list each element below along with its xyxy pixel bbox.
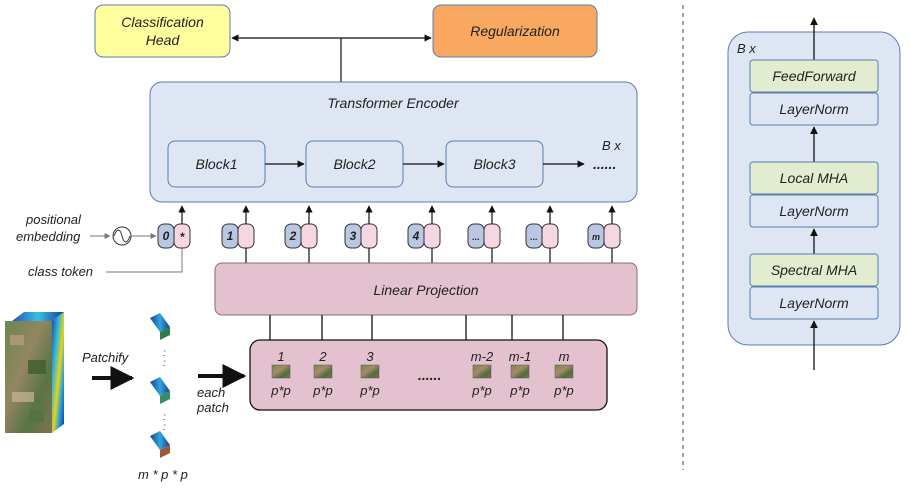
token-label: 4 [412,229,420,243]
patch-thumbnail [271,364,291,379]
positional-label-line1: positional [25,212,82,227]
local-mha-box [749,161,879,195]
patch-size: p*p [312,383,333,398]
patch-items: 1 p*p 2 p*p 3 p*p m-2 p*p m-1 p*p m p*p [270,349,574,398]
patch-index: 2 [318,349,327,364]
token-pair: 2 [284,205,318,263]
linear-projection-label: Linear Projection [373,282,478,298]
classification-head: Classification Head [94,4,231,58]
patch-thumbnail [472,364,492,379]
class-token-marker: * [180,230,186,244]
linear-projection: Linear Projection [214,262,638,316]
patch-thumbnail [360,364,380,379]
token-pair: 4 [407,205,441,263]
layernorm-3-label: LayerNorm [779,101,849,117]
patch-item: m p*p [553,349,574,398]
patch-token [603,223,621,249]
patch-dots-1a: : [163,348,166,359]
each-patch-line2: patch [196,400,229,415]
patch-index: m-2 [471,349,494,364]
layernorm-2-label: LayerNorm [779,203,849,219]
patch-index: m [559,349,570,364]
token-label: m [592,232,600,242]
patchify-label: Patchify [82,350,130,365]
regularization-box: Regularization [432,4,598,58]
patch-thumbnail [554,364,574,379]
block-detail-repeat: B x [737,41,756,56]
patch-index: 3 [366,349,374,364]
projection-connectors [269,315,564,340]
token-pair: ... [467,205,501,263]
patch-size: p*p [359,383,380,398]
feedforward-label: FeedForward [772,68,856,84]
encoder-ellipsis: ...... [593,156,616,172]
layernorm-2-box [749,194,879,228]
feedforward-box [749,59,879,93]
patch-item: 3 p*p [359,349,380,398]
patch-size: p*p [509,383,530,398]
token-label: 2 [289,229,297,243]
patch-size: p*p [471,383,492,398]
patch-strip-ellipsis: ...... [418,367,441,383]
encoder-repeat-label: B x [602,138,621,153]
patch-bar-3 [150,431,170,458]
patch-item: m-2 p*p [471,349,494,398]
patch-dots-1b: : [163,358,166,369]
token-label: 1 [227,229,234,243]
patch-index: m-1 [509,349,531,364]
regularization-label: Regularization [470,23,560,39]
patch-item: m-1 p*p [509,349,531,398]
encoder-title: Transformer Encoder [327,95,460,111]
block3-label: Block3 [473,156,515,172]
hyperspectral-cube [5,312,64,433]
local-mha-label: Local MHA [780,170,848,186]
token-pair: 1 [221,205,255,263]
spectral-mha-label: Spectral MHA [771,262,857,278]
patch-token [483,223,501,249]
transformer-encoder: Transformer Encoder B x Block1 Block2 Bl… [149,81,638,203]
token-pair: 3 [344,205,378,263]
layernorm-1-box [749,286,879,320]
patch-token [423,223,441,249]
patch-token [237,223,255,249]
patch-dots-2a: : [163,412,166,423]
class-token-label: class token [28,264,93,279]
token-label: 0 [163,229,170,243]
patch-token [360,223,378,249]
token-pair: m [587,205,621,263]
patch-size: p*p [553,383,574,398]
token-label: 3 [350,229,357,243]
patch-count-label: m * p * p [138,467,188,482]
patch-item: 1 p*p [270,349,291,398]
patch-token [300,223,318,249]
patch-bar-2 [150,377,170,404]
block-detail: B x FeedForward LayerNorm Local MHA Laye… [727,17,901,370]
patch-size: p*p [270,383,291,398]
patch-thumbnail [313,364,333,379]
token-label: ... [530,232,538,242]
token-label: ... [472,232,480,242]
each-patch-line1: each [197,385,225,400]
layernorm-1-label: LayerNorm [779,295,849,311]
positional-label-line2: embedding [16,229,81,244]
patch-strip: ...... [249,339,608,411]
patch-token [541,223,559,249]
block1-label: Block1 [195,156,237,172]
class-token-pointer [106,247,183,273]
patch-item: 2 p*p [312,349,333,398]
block2-label: Block2 [333,156,375,172]
sine-wave-icon [112,226,132,246]
patch-thumbnail [510,364,530,379]
layernorm-3-box [749,92,879,126]
patch-dots-2b: : [163,422,166,433]
classification-head-line1: Classification [121,14,204,30]
token-pair: 0* [157,205,191,249]
spectral-mha-box [749,253,879,287]
patch-bar-1 [150,313,170,340]
patch-index: 1 [277,349,284,364]
classification-head-line2: Head [146,32,181,48]
token-pair: ... [525,205,559,263]
